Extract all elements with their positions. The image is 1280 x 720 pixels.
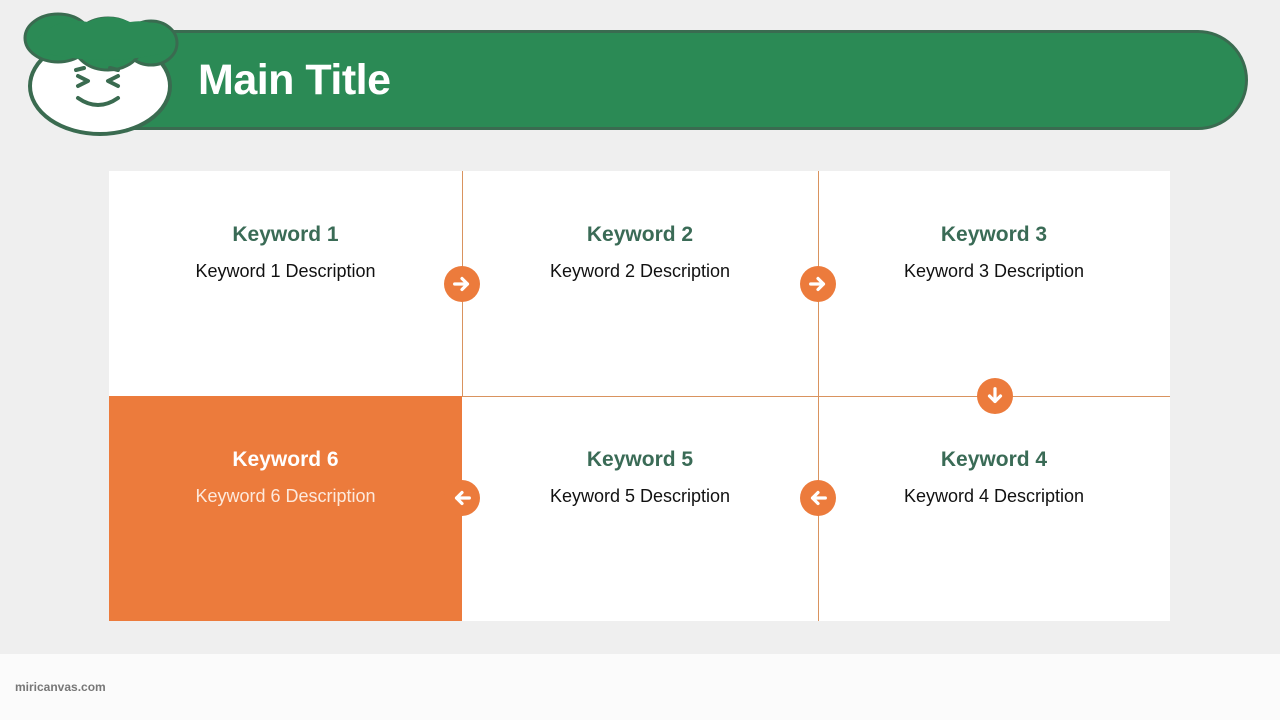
brand-link[interactable]: miricanvas.com — [15, 680, 106, 694]
arrow-down-icon — [977, 378, 1013, 414]
grid-divider — [462, 396, 1170, 397]
step-keyword: Keyword 2 — [586, 223, 694, 246]
step-description: Keyword 6 Description — [195, 486, 376, 506]
step-keyword: Keyword 3 — [940, 223, 1048, 246]
step-card-1: Keyword 1 Keyword 1 Description — [109, 171, 462, 396]
step-card-3: Keyword 3 Keyword 3 Description — [818, 171, 1170, 396]
step-description: Keyword 4 Description — [903, 486, 1085, 506]
smiling-face-mascot-icon — [23, 12, 179, 136]
arrow-left-icon — [444, 480, 480, 516]
step-description: Keyword 2 Description — [549, 261, 731, 281]
step-card-4: Keyword 4 Keyword 4 Description — [818, 396, 1170, 621]
page-title: Main Title — [198, 56, 391, 104]
step-description: Keyword 3 Description — [903, 261, 1085, 281]
footer-bar — [0, 654, 1280, 720]
arrow-right-icon — [800, 266, 836, 302]
step-keyword: Keyword 4 — [940, 448, 1048, 471]
step-card-5: Keyword 5 Keyword 5 Description — [462, 396, 818, 621]
step-description: Keyword 5 Description — [549, 486, 731, 506]
process-grid: Keyword 1 Keyword 1 Description Keyword … — [109, 171, 1170, 621]
step-keyword: Keyword 5 — [586, 448, 694, 471]
step-card-2: Keyword 2 Keyword 2 Description — [462, 171, 818, 396]
arrow-right-icon — [444, 266, 480, 302]
step-card-6-highlighted: Keyword 6 Keyword 6 Description — [109, 396, 462, 621]
step-description: Keyword 1 Description — [195, 261, 376, 281]
title-banner — [110, 30, 1248, 130]
step-keyword: Keyword 1 — [232, 223, 339, 246]
step-keyword: Keyword 6 — [232, 448, 339, 471]
arrow-left-icon — [800, 480, 836, 516]
